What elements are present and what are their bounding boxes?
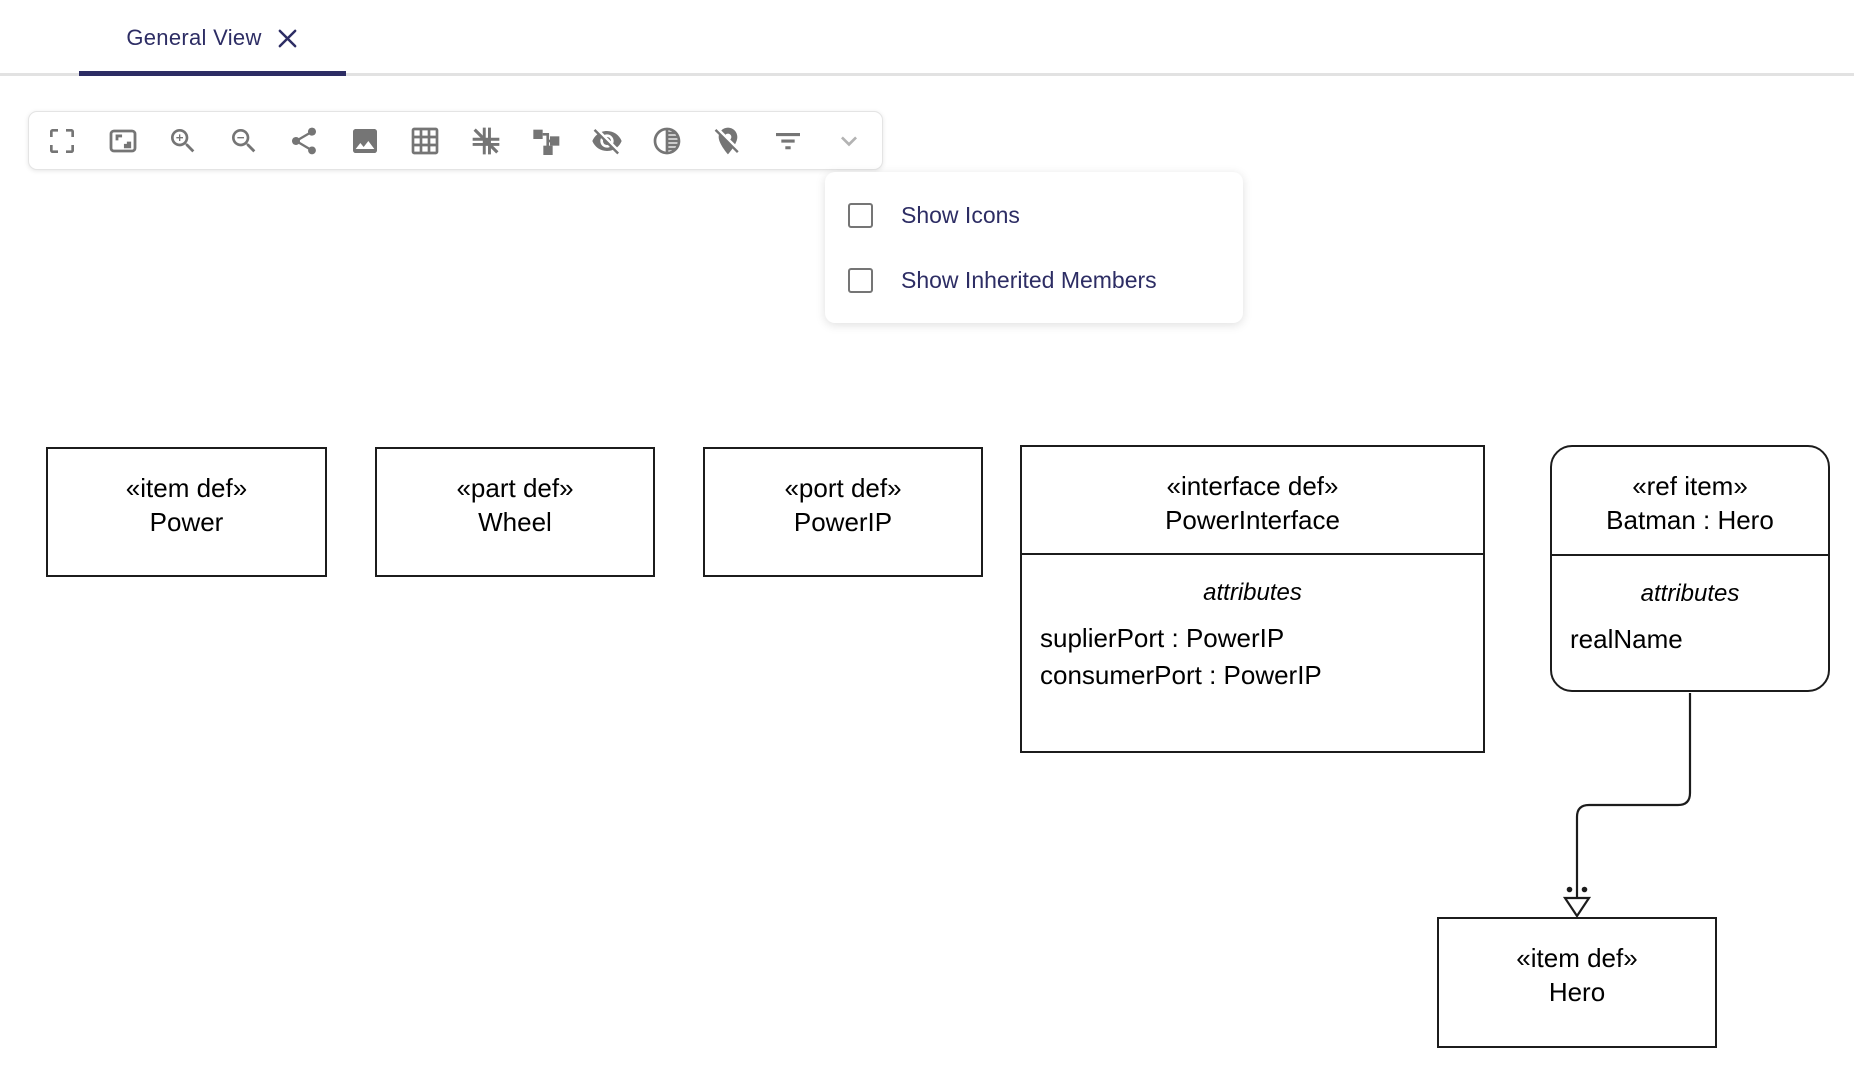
node-name: Batman : Hero <box>1606 505 1774 535</box>
attributes-compartment-label: attributes <box>1640 580 1740 607</box>
node-name: Power <box>149 507 224 537</box>
node-stereotype: «ref item» <box>1632 471 1748 501</box>
fit-screen-icon[interactable] <box>105 123 141 159</box>
attribute-item: suplierPort : PowerIP <box>1040 623 1285 653</box>
colon-dot <box>1566 886 1573 893</box>
node-name: PowerInterface <box>1165 505 1340 535</box>
crop-free-icon[interactable] <box>44 123 80 159</box>
active-tab-indicator <box>79 71 346 76</box>
diagram-toolbar <box>28 111 883 170</box>
open-triangle-arrowhead <box>1562 896 1592 918</box>
node-interface-def-powerinterface[interactable]: «interface def» PowerInterface attribute… <box>1020 445 1485 753</box>
location-off-icon[interactable] <box>710 123 746 159</box>
node-name: PowerIP <box>793 507 893 537</box>
menu-item-label: Show Inherited Members <box>901 266 1157 293</box>
menu-item-show-inherited-members[interactable]: Show Inherited Members <box>825 252 1243 308</box>
toolbar-dropdown-menu: Show Icons Show Inherited Members <box>825 172 1243 323</box>
node-name: Wheel <box>478 507 552 537</box>
show-icons-checkbox[interactable] <box>848 202 873 228</box>
attribute-item: realName <box>1570 624 1683 654</box>
tab-label: General View <box>126 25 262 50</box>
tabbar-divider <box>0 73 1854 76</box>
menu-item-label: Show Icons <box>901 201 1020 228</box>
close-icon[interactable] <box>276 27 299 50</box>
node-item-def-hero[interactable]: «item def» Hero <box>1437 917 1717 1048</box>
filter-list-icon[interactable] <box>770 123 806 159</box>
show-inherited-members-checkbox[interactable] <box>848 267 873 293</box>
node-stereotype: «item def» <box>1516 943 1638 973</box>
tab-general-view[interactable]: General View <box>79 14 346 62</box>
node-port-def-powerip[interactable]: «port def» PowerIP <box>703 447 983 577</box>
attributes-compartment-label: attributes <box>1203 579 1302 606</box>
compartment-divider <box>1552 554 1828 556</box>
visibility-off-icon[interactable] <box>589 123 625 159</box>
zoom-out-icon[interactable] <box>226 123 262 159</box>
node-part-def-wheel[interactable]: «part def» Wheel <box>375 447 655 577</box>
share-icon[interactable] <box>286 123 322 159</box>
menu-item-show-icons[interactable]: Show Icons <box>825 187 1243 243</box>
node-stereotype: «item def» <box>125 473 248 503</box>
node-ref-item-batman[interactable]: «ref item» Batman : Hero attributes real… <box>1550 445 1830 692</box>
expand-more-icon[interactable] <box>831 123 867 159</box>
compartment-divider <box>1022 553 1483 555</box>
node-name: Hero <box>1548 977 1606 1007</box>
tonality-icon[interactable] <box>649 123 685 159</box>
grid-on-icon[interactable] <box>407 123 443 159</box>
grid-off-icon[interactable] <box>468 123 504 159</box>
node-item-def-power[interactable]: «item def» Power <box>46 447 327 577</box>
node-stereotype: «port def» <box>784 473 902 503</box>
colon-dot <box>1581 886 1588 893</box>
node-stereotype: «part def» <box>456 473 574 503</box>
schema-icon[interactable] <box>528 123 564 159</box>
attribute-item: consumerPort : PowerIP <box>1040 660 1322 690</box>
node-stereotype: «interface def» <box>1166 471 1339 501</box>
image-icon[interactable] <box>347 123 383 159</box>
zoom-in-icon[interactable] <box>165 123 201 159</box>
